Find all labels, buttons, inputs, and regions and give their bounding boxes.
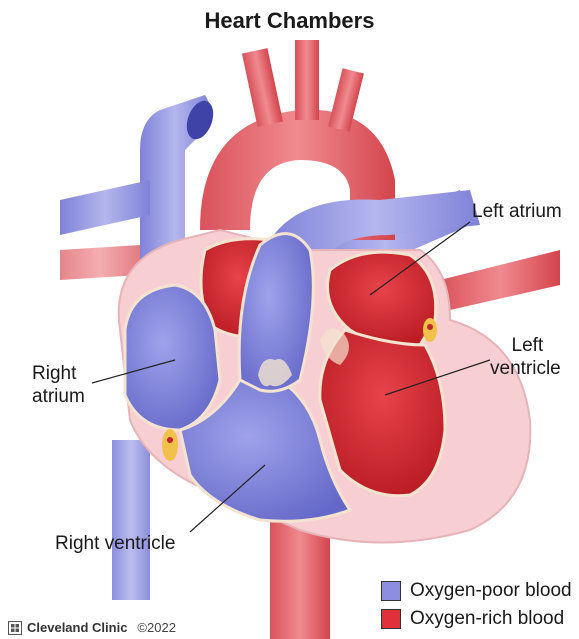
label-left-ventricle-line2: ventricle	[490, 357, 561, 380]
legend-label-oxygen-rich: Oxygen-rich blood	[410, 608, 564, 630]
label-right-atrium-line2: atrium	[32, 385, 85, 408]
cleveland-clinic-logo-icon	[8, 621, 22, 635]
label-right-ventricle: Right ventricle	[55, 532, 175, 555]
label-right-atrium: Right atrium	[32, 362, 85, 408]
right-atrium-chamber	[125, 285, 220, 430]
footer-copyright: ©2022	[137, 620, 176, 635]
aortic-branch-2	[295, 40, 319, 120]
legend-oxygen-poor: Oxygen-poor blood	[381, 580, 572, 602]
legend-label-oxygen-poor: Oxygen-poor blood	[410, 580, 572, 602]
pulmonary-vein-right	[440, 250, 560, 310]
footer: Cleveland Clinic ©2022	[8, 620, 176, 635]
label-right-atrium-line1: Right	[32, 362, 85, 385]
label-left-ventricle: Left ventricle	[494, 334, 561, 380]
label-left-ventricle-line1: Left	[494, 334, 561, 357]
coronary-vessel-left	[167, 437, 173, 443]
coronary-vessel-right	[427, 324, 433, 330]
page-title: Heart Chambers	[0, 8, 579, 34]
footer-brand: Cleveland Clinic	[27, 620, 127, 635]
pulmonary-vessel-left	[60, 180, 150, 235]
legend-swatch-oxygen-poor	[381, 581, 401, 601]
legend-swatch-oxygen-rich	[381, 609, 401, 629]
label-left-atrium: Left atrium	[472, 200, 562, 223]
legend-oxygen-rich: Oxygen-rich blood	[381, 608, 564, 630]
descending-aorta	[270, 520, 330, 639]
inferior-vena-cava	[112, 440, 150, 600]
aortic-branch-1	[242, 48, 283, 127]
coronary-fat-left	[162, 429, 178, 461]
